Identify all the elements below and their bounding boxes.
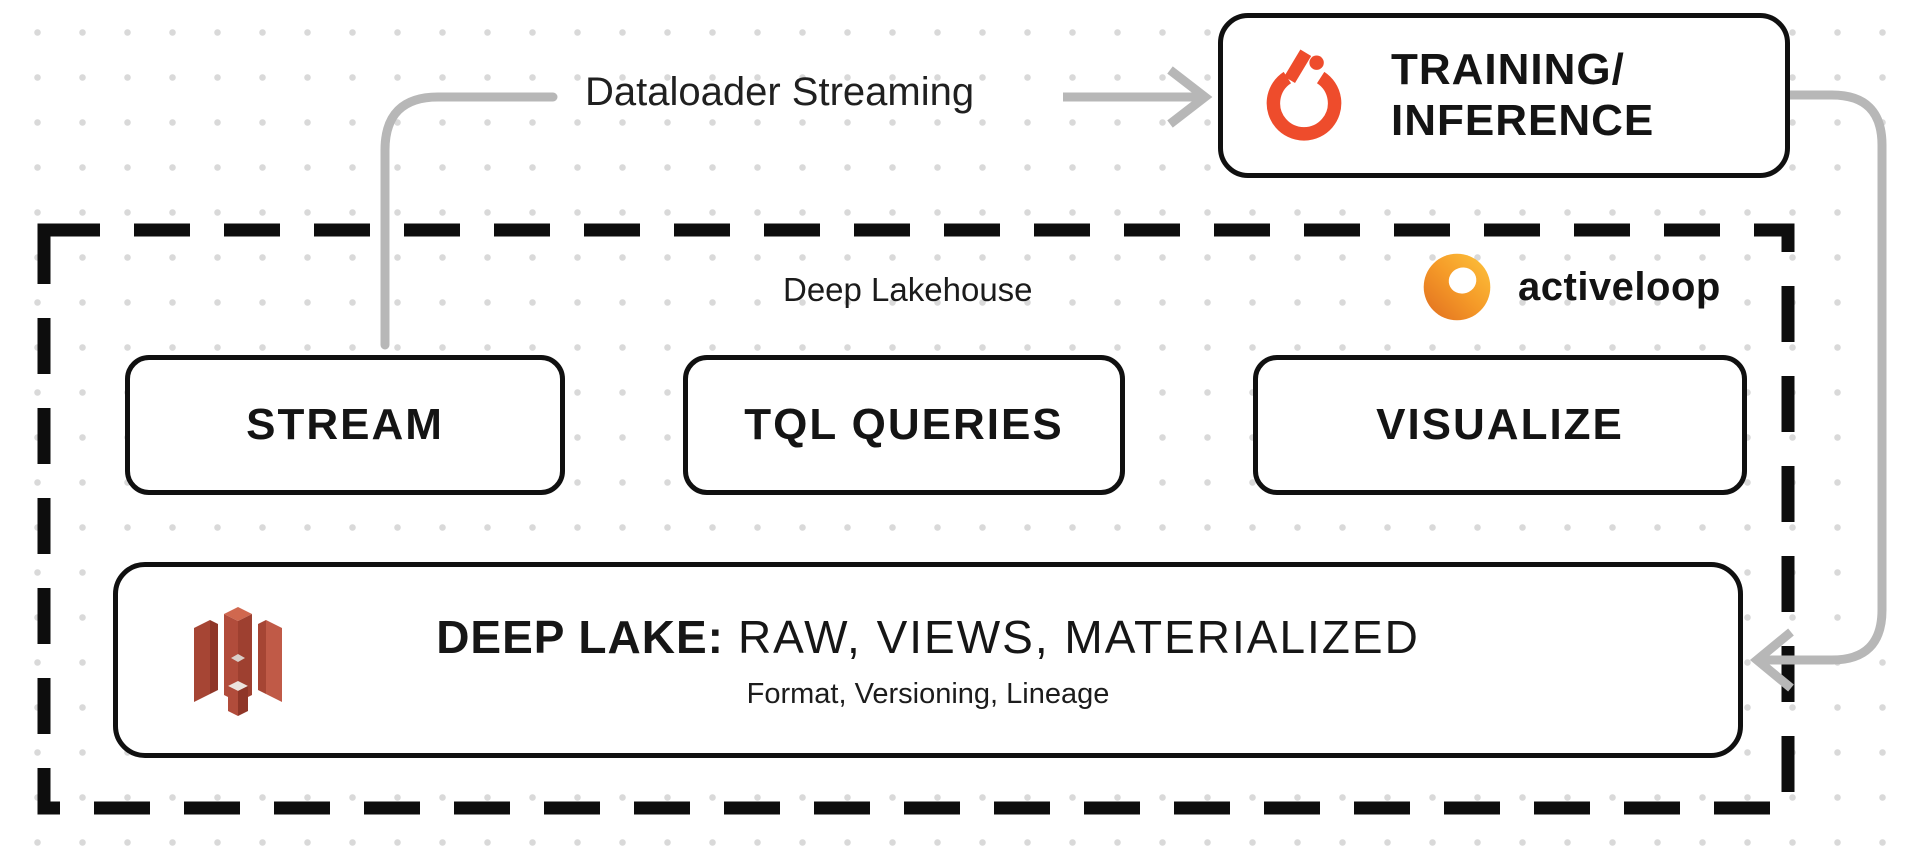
pytorch-flame-icon	[1266, 49, 1342, 140]
tql-queries-label: TQL QUERIES	[744, 400, 1064, 449]
deep-lake-title: DEEP LAKE:RAW, VIEWS, MATERIALIZED	[436, 610, 1420, 664]
activeloop-brand: activeloop	[1420, 250, 1721, 324]
visualize-box: VISUALIZE	[1253, 355, 1747, 495]
stream-label: STREAM	[246, 400, 444, 449]
deep-lakehouse-label: Deep Lakehouse	[783, 271, 1033, 308]
training-inference-box: TRAINING/ INFERENCE	[1218, 13, 1790, 178]
stream-box: STREAM	[125, 355, 565, 495]
lakehouse-dashed-border	[37, 223, 1795, 815]
deeplake-arrowhead-icon	[1749, 628, 1794, 692]
dataloader-streaming-label: Dataloader Streaming	[585, 70, 975, 114]
training-label-line2: INFERENCE	[1391, 95, 1655, 145]
training-to-deeplake-connector	[1764, 90, 1887, 665]
visualize-label: VISUALIZE	[1376, 400, 1624, 449]
deep-lake-title-regular: RAW, VIEWS, MATERIALIZED	[737, 610, 1420, 663]
deep-lake-title-bold: DEEP LAKE:	[436, 610, 724, 663]
deep-lake-subtitle: Format, Versioning, Lineage	[746, 677, 1110, 710]
s3-bucket-icon	[194, 607, 282, 716]
training-inference-label: TRAINING/ INFERENCE	[1391, 45, 1654, 145]
dataloader-arrowhead-icon	[1167, 66, 1213, 128]
deep-lake-box: DEEP LAKE:RAW, VIEWS, MATERIALIZED Forma…	[113, 562, 1743, 758]
activeloop-loop-icon	[1423, 253, 1491, 321]
activeloop-wordmark: activeloop	[1518, 264, 1721, 309]
training-label-line1: TRAINING/	[1391, 45, 1625, 95]
stream-to-dataloader-connector	[380, 92, 558, 350]
tql-queries-box: TQL QUERIES	[683, 355, 1125, 495]
